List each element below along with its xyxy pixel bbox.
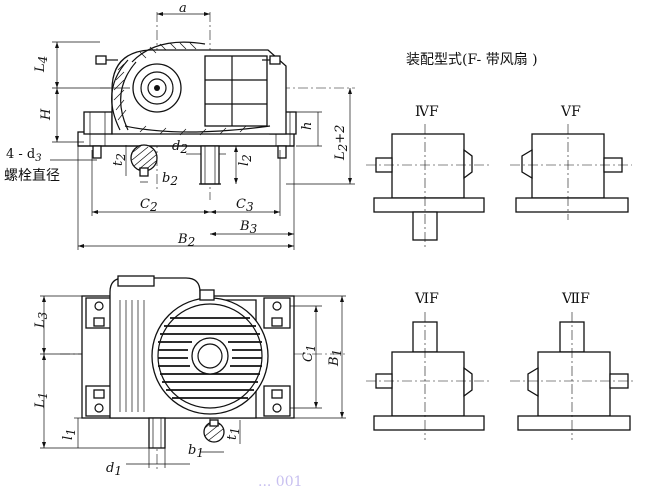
dim-t2: t2 bbox=[111, 153, 128, 166]
dim-C3: C3 bbox=[236, 197, 254, 214]
dim-b1: b1 bbox=[188, 443, 204, 460]
assembly-title: 装配型式(F- 带风扇 ) bbox=[406, 52, 538, 68]
dim-L4: L4 bbox=[33, 56, 50, 73]
variant-viif-label: ⅦF bbox=[561, 291, 590, 307]
dim-L2-plus-2: L2+2 bbox=[333, 125, 350, 161]
dim-H: H bbox=[39, 108, 54, 121]
variant-vif-label: ⅥF bbox=[414, 291, 439, 307]
dim-B1: B1 bbox=[327, 349, 344, 367]
dim-b2: b2 bbox=[162, 171, 178, 188]
variant-vif-sketch bbox=[366, 312, 490, 440]
bolt-note-line2: 螺栓直径 bbox=[4, 167, 60, 184]
dim-t1: t1 bbox=[225, 427, 242, 440]
dim-C1: C1 bbox=[301, 344, 318, 362]
dim-h: h bbox=[300, 122, 315, 130]
variant-vf-label: ⅤF bbox=[560, 104, 581, 120]
dim-B2: B2 bbox=[177, 232, 195, 249]
dim-d2: d2 bbox=[172, 139, 188, 156]
dim-B3: B3 bbox=[239, 219, 258, 236]
top-view bbox=[40, 275, 346, 470]
dim-C2: C2 bbox=[140, 197, 158, 214]
variant-ivf-sketch bbox=[366, 124, 490, 248]
bolt-note-line1: 4 - d3 bbox=[6, 147, 42, 164]
dim-l1: l1 bbox=[61, 428, 78, 440]
variant-vf-sketch bbox=[510, 124, 632, 220]
variant-ivf-label: ⅣF bbox=[415, 104, 439, 120]
dim-L3: L3 bbox=[33, 311, 50, 329]
dim-L1: L1 bbox=[33, 392, 50, 409]
dim-a: a bbox=[179, 1, 187, 16]
variant-viif-sketch bbox=[510, 312, 636, 440]
footer-text: ... 001 bbox=[258, 474, 303, 487]
front-view bbox=[50, 12, 355, 250]
dim-l2: l2 bbox=[237, 154, 254, 166]
dim-d1: d1 bbox=[106, 461, 122, 478]
